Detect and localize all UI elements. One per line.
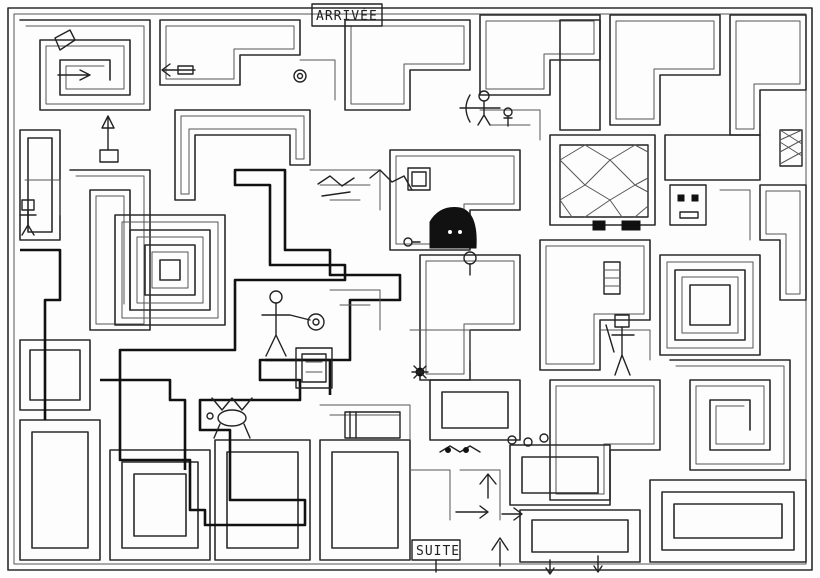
dark-gap-icon	[592, 220, 641, 231]
bat-icon	[206, 397, 253, 439]
down-arrow-icon	[545, 555, 603, 575]
small-figure-icon	[19, 199, 37, 236]
stick-figure-icon	[261, 290, 325, 357]
scribble-figure-icon	[317, 169, 413, 197]
grate-icon	[779, 129, 803, 167]
bugs-icon	[439, 433, 549, 453]
finish-label: ARRIVÉE	[316, 8, 378, 24]
balloon-icon	[403, 237, 477, 276]
maze-walls-misc	[24, 59, 751, 521]
finish-sign[interactable]: ARRIVÉE	[311, 3, 383, 27]
spider-icon	[411, 365, 429, 379]
lattice-window-icon	[559, 144, 649, 218]
archer-icon	[459, 90, 513, 127]
exit-sign[interactable]: SUITE	[411, 539, 461, 573]
dark-cave-icon	[429, 207, 477, 249]
arrow-right-icon	[455, 505, 523, 521]
arrow-left-icon	[161, 63, 196, 77]
creature-head-icon	[669, 184, 707, 226]
crate-icon	[407, 167, 431, 191]
arrow-up-icon	[479, 473, 509, 567]
shovel-icon	[99, 115, 119, 163]
maze-border	[7, 7, 813, 571]
maze-corridor-path	[20, 168, 402, 527]
door-icon	[603, 261, 621, 295]
exit-label: SUITE	[416, 544, 460, 559]
portal-icon	[293, 69, 307, 83]
stone-block-icon	[295, 347, 333, 389]
maze-walls-rooms	[19, 14, 807, 563]
knight-icon	[605, 314, 635, 376]
hand-key-icon	[54, 29, 91, 81]
pipe-icon	[344, 411, 401, 439]
